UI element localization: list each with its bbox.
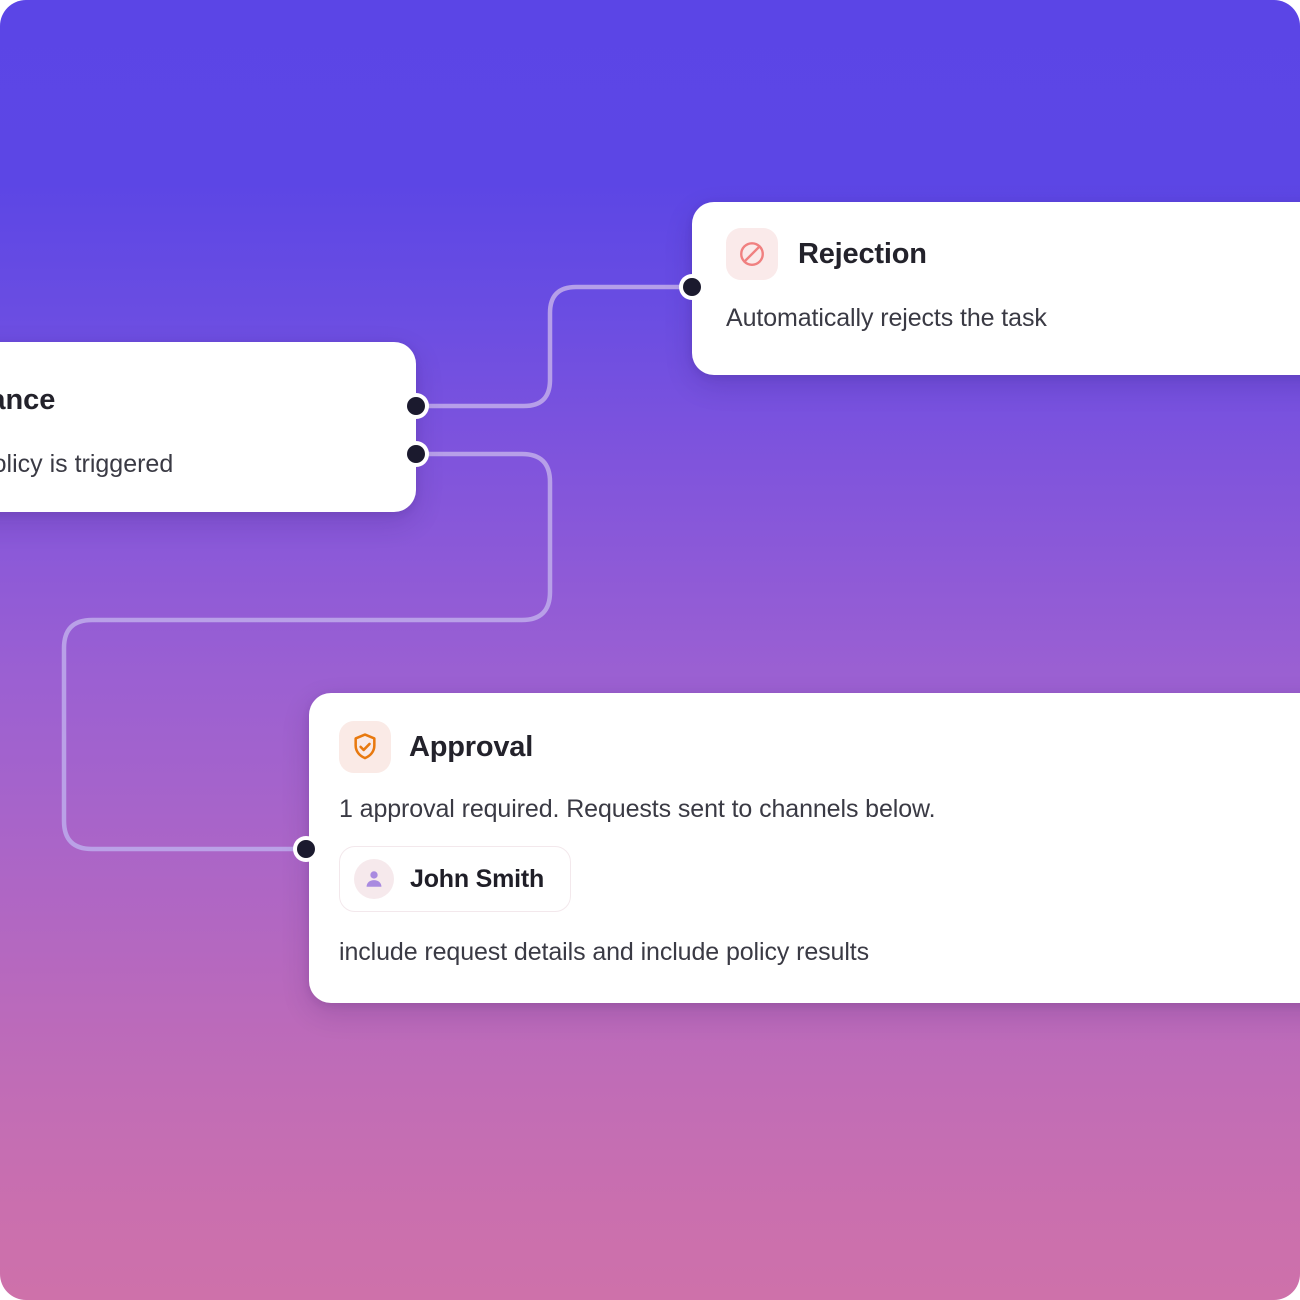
node-rejection-title: Rejection xyxy=(798,237,927,270)
node-compliance[interactable]: ompliance when policy is triggered xyxy=(0,342,416,512)
node-compliance-title: ompliance xyxy=(0,384,56,416)
node-rejection[interactable]: Rejection Automatically rejects the task xyxy=(692,202,1300,375)
approver-chip-john-smith[interactable]: John Smith xyxy=(339,846,572,912)
node-approval-description: 1 approval required. Requests sent to ch… xyxy=(339,795,936,823)
user-avatar-icon xyxy=(354,859,394,899)
approver-name: John Smith xyxy=(410,864,545,893)
node-rejection-header: Rejection xyxy=(726,228,1300,280)
node-compliance-description: when policy is triggered xyxy=(0,450,174,478)
node-approval[interactable]: Approval 1 approval required. Requests s… xyxy=(309,693,1300,1003)
node-approval-title: Approval xyxy=(409,730,534,763)
wire-compliance-to-rejection xyxy=(413,284,693,409)
shield-check-icon xyxy=(339,721,391,773)
node-rejection-description: Automatically rejects the task xyxy=(726,304,1047,332)
compliance-output-port-top[interactable] xyxy=(403,393,429,419)
node-approval-header: Approval xyxy=(339,721,1300,773)
node-approval-footer: include request details and include poli… xyxy=(339,938,870,966)
no-entry-icon xyxy=(726,228,778,280)
approval-input-port[interactable] xyxy=(293,836,319,862)
rejection-input-port[interactable] xyxy=(679,274,705,300)
compliance-output-port-bottom[interactable] xyxy=(403,441,429,467)
